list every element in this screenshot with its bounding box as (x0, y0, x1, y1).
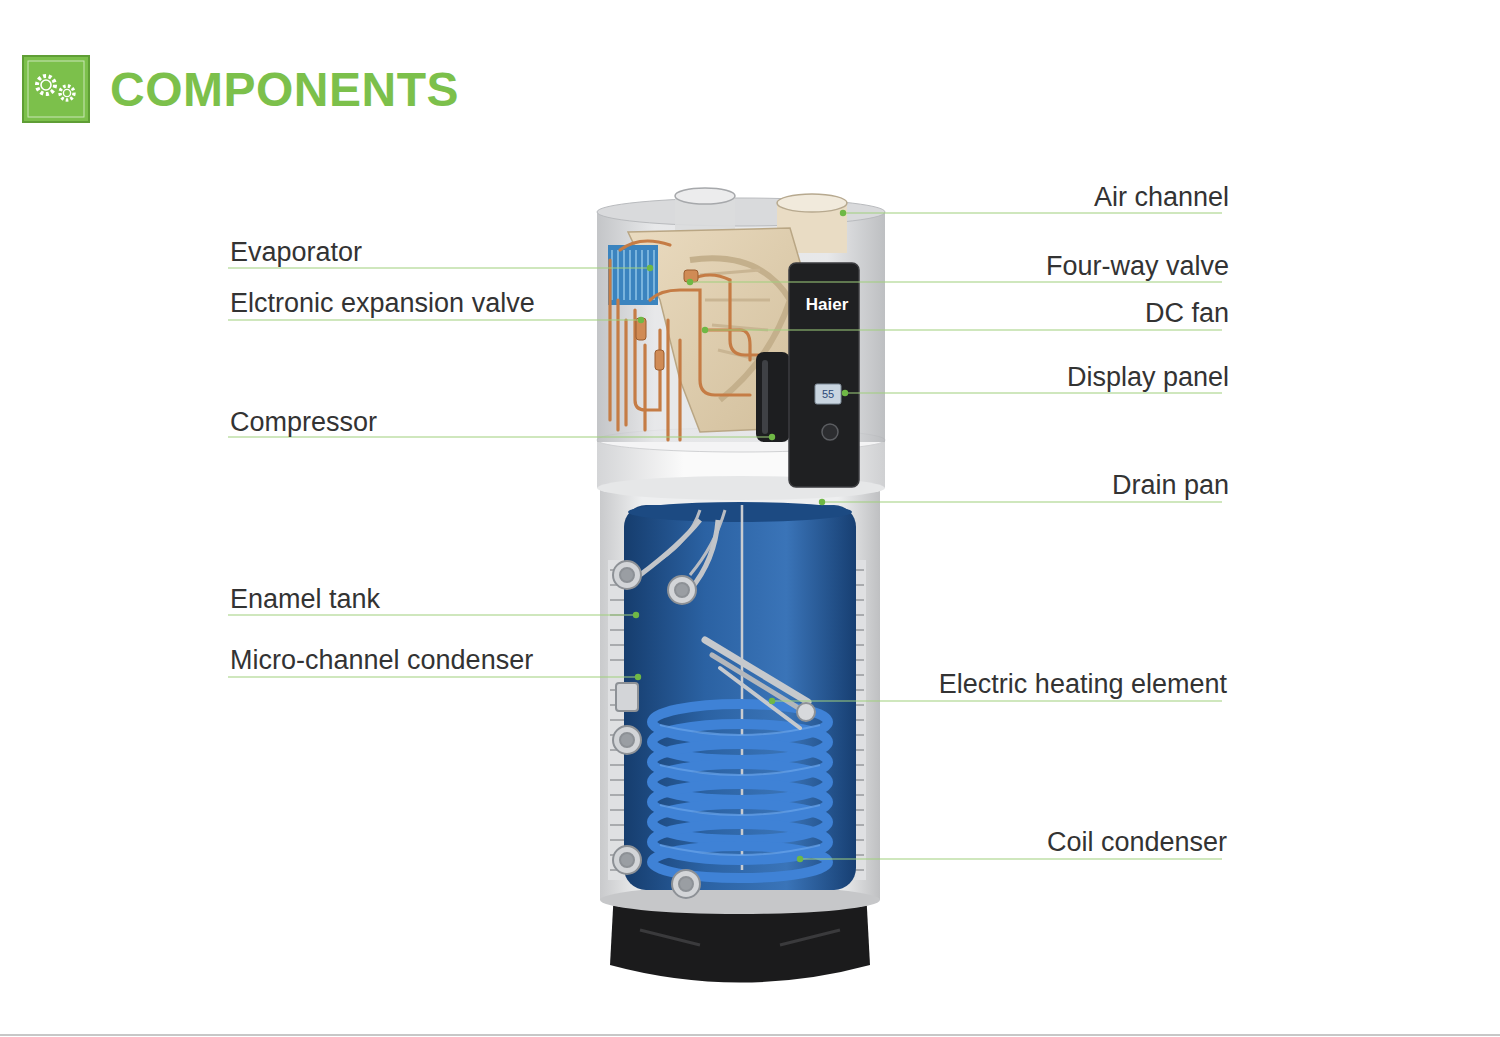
display-panel-body (789, 263, 859, 487)
lower-shell (600, 480, 880, 914)
coil-condenser (652, 704, 828, 878)
page-title: COMPONENTS (110, 62, 459, 118)
copper-pipes (610, 241, 760, 440)
part-label: Drain pan (1112, 470, 1229, 501)
part-label: Four-way valve (1046, 251, 1229, 282)
leader-lines (228, 213, 1222, 859)
leader-dots (633, 210, 848, 862)
part-label: Elctronic expansion valve (230, 288, 535, 319)
pipe-fittings (613, 520, 718, 898)
bottom-rule (0, 1034, 1500, 1036)
part-label: Compressor (230, 407, 377, 438)
part-label: Display panel (1067, 362, 1229, 393)
part-label: DC fan (1145, 298, 1229, 329)
electric-heating-element (705, 640, 815, 728)
evaporator (608, 245, 658, 305)
part-label: Micro-channel condenser (230, 645, 533, 676)
brand-logo: Haier (806, 295, 849, 315)
display-reading: 55 (822, 388, 834, 401)
part-label: Electric heating element (939, 669, 1227, 700)
part-label: Air channel (1094, 182, 1229, 213)
enamel-tank (624, 502, 856, 890)
valves (636, 270, 698, 370)
part-label: Coil condenser (1047, 827, 1227, 858)
part-label: Evaporator (230, 237, 362, 268)
compressor (756, 352, 790, 442)
part-label: Enamel tank (230, 584, 380, 615)
gear-icon (23, 56, 89, 122)
